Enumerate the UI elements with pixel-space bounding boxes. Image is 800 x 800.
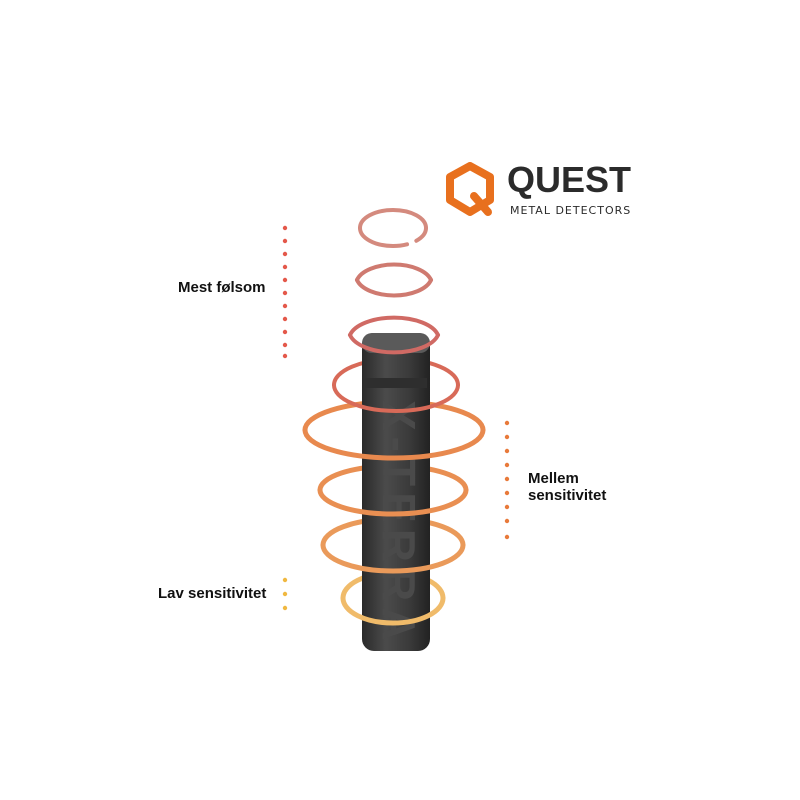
ring-3-back [348, 315, 440, 337]
ring-8-front [340, 595, 446, 626]
dots-high [282, 225, 288, 359]
label-low-sensitivity: Lav sensitivitet [158, 585, 267, 602]
ring-2-back [355, 262, 433, 282]
label-medium-sensitivity: Mellem sensitivitet [528, 470, 648, 504]
label-most-sensitive: Mest følsom [178, 279, 266, 296]
quest-logo: QUEST METAL DETECTORS [444, 160, 644, 222]
label-medium-line1: Mellem [528, 470, 579, 487]
ring-4-front [332, 383, 460, 413]
brand-tagline: METAL DETECTORS [510, 204, 632, 217]
rings-front [302, 226, 486, 626]
ring-3-front [348, 333, 440, 355]
ring-7-front [320, 542, 466, 574]
brand-name: QUEST [507, 159, 632, 200]
dots-low [282, 577, 288, 611]
quest-q-icon [446, 162, 494, 216]
ring-2-front [355, 278, 433, 298]
ring-1-front [358, 226, 428, 248]
detector-pole: X-TERRA [362, 333, 430, 651]
label-medium-line2: sensitivitet [528, 487, 607, 504]
ring-6-front [317, 487, 469, 517]
ring-5-front [302, 427, 486, 461]
dots-mid [504, 420, 510, 540]
pole-product-text: X-TERRA [373, 400, 425, 646]
pole-cap [362, 333, 430, 353]
ring-1-back [358, 208, 428, 230]
pole-band [365, 378, 427, 388]
